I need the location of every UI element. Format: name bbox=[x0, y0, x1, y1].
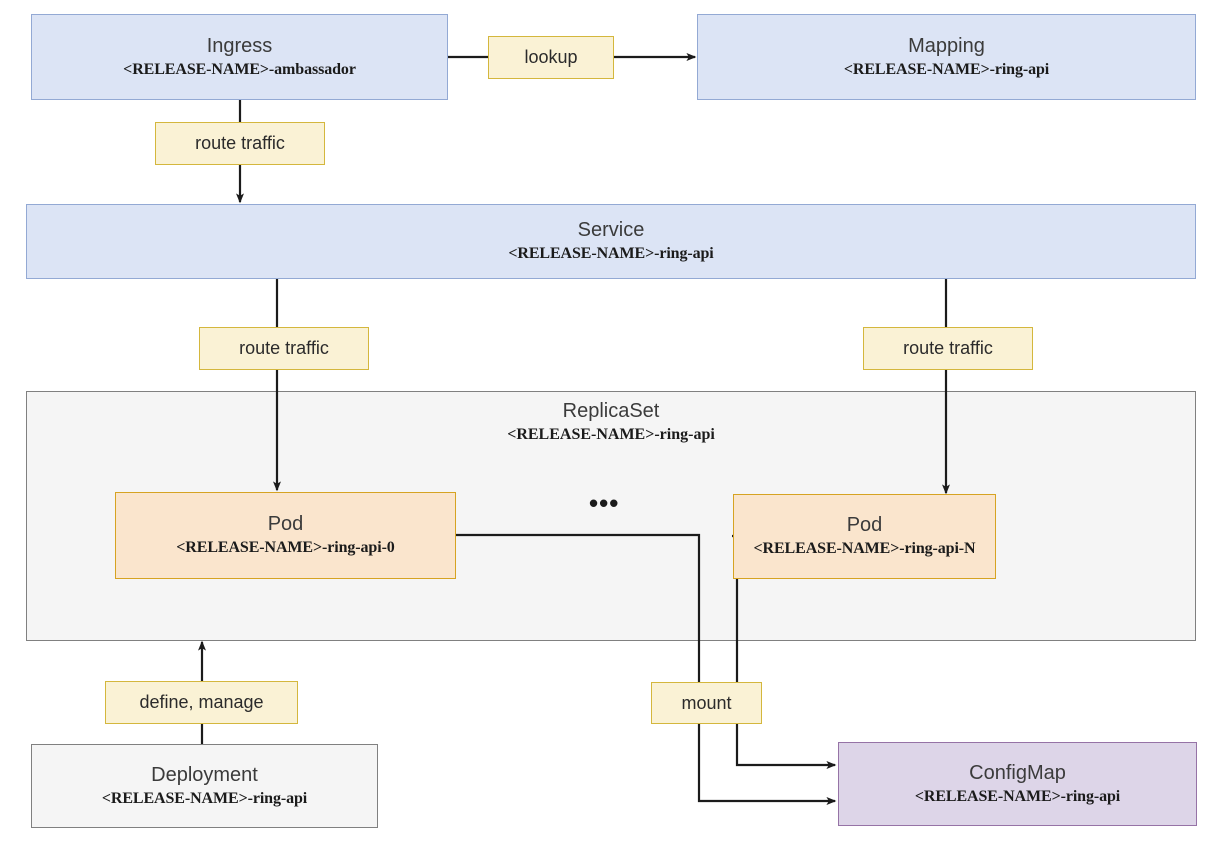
edge-label-define-manage[interactable]: define, manage bbox=[105, 681, 298, 724]
ingress-kind: Ingress bbox=[206, 34, 273, 57]
node-pod-last[interactable]: Pod <RELEASE-NAME>-ring-api-N bbox=[733, 494, 996, 579]
node-deployment[interactable]: Deployment <RELEASE-NAME>-ring-api bbox=[31, 744, 378, 828]
configmap-kind: ConfigMap bbox=[969, 761, 1066, 784]
node-service[interactable]: Service <RELEASE-NAME>-ring-api bbox=[26, 204, 1196, 279]
edge-label-lookup[interactable]: lookup bbox=[488, 36, 614, 79]
mapping-kind: Mapping bbox=[908, 34, 985, 57]
service-name: <RELEASE-NAME>-ring-api bbox=[508, 245, 714, 263]
pod-first-name: <RELEASE-NAME>-ring-api-0 bbox=[176, 539, 395, 557]
mapping-name: <RELEASE-NAME>-ring-api bbox=[843, 60, 1050, 78]
configmap-name: <RELEASE-NAME>-ring-api bbox=[914, 787, 1121, 805]
deployment-name: <RELEASE-NAME>-ring-api bbox=[101, 789, 308, 807]
deployment-kind: Deployment bbox=[151, 763, 258, 786]
edge-label-mount[interactable]: mount bbox=[651, 682, 762, 724]
edge-label-route-traffic-pod-last[interactable]: route traffic bbox=[863, 327, 1033, 370]
service-kind: Service bbox=[577, 219, 645, 242]
ingress-name: <RELEASE-NAME>-ambassador bbox=[123, 60, 356, 78]
node-configmap[interactable]: ConfigMap <RELEASE-NAME>-ring-api bbox=[838, 742, 1197, 826]
pod-first-kind: Pod bbox=[267, 513, 304, 536]
node-pod-first[interactable]: Pod <RELEASE-NAME>-ring-api-0 bbox=[115, 492, 456, 579]
node-mapping[interactable]: Mapping <RELEASE-NAME>-ring-api bbox=[697, 14, 1196, 100]
edge-label-route-traffic-ingress[interactable]: route traffic bbox=[155, 122, 325, 165]
edge-label-route-traffic-pod-first[interactable]: route traffic bbox=[199, 327, 369, 370]
group-replicaset-label: ReplicaSet <RELEASE-NAME>-ring-api bbox=[26, 400, 1196, 444]
replicaset-name: <RELEASE-NAME>-ring-api bbox=[507, 426, 715, 443]
pod-last-kind: Pod bbox=[846, 514, 883, 537]
pod-last-name: <RELEASE-NAME>-ring-api-N bbox=[753, 540, 976, 558]
pods-ellipsis: ••• bbox=[589, 488, 620, 518]
replicaset-kind: ReplicaSet bbox=[562, 400, 660, 422]
node-ingress[interactable]: Ingress <RELEASE-NAME>-ambassador bbox=[31, 14, 448, 100]
